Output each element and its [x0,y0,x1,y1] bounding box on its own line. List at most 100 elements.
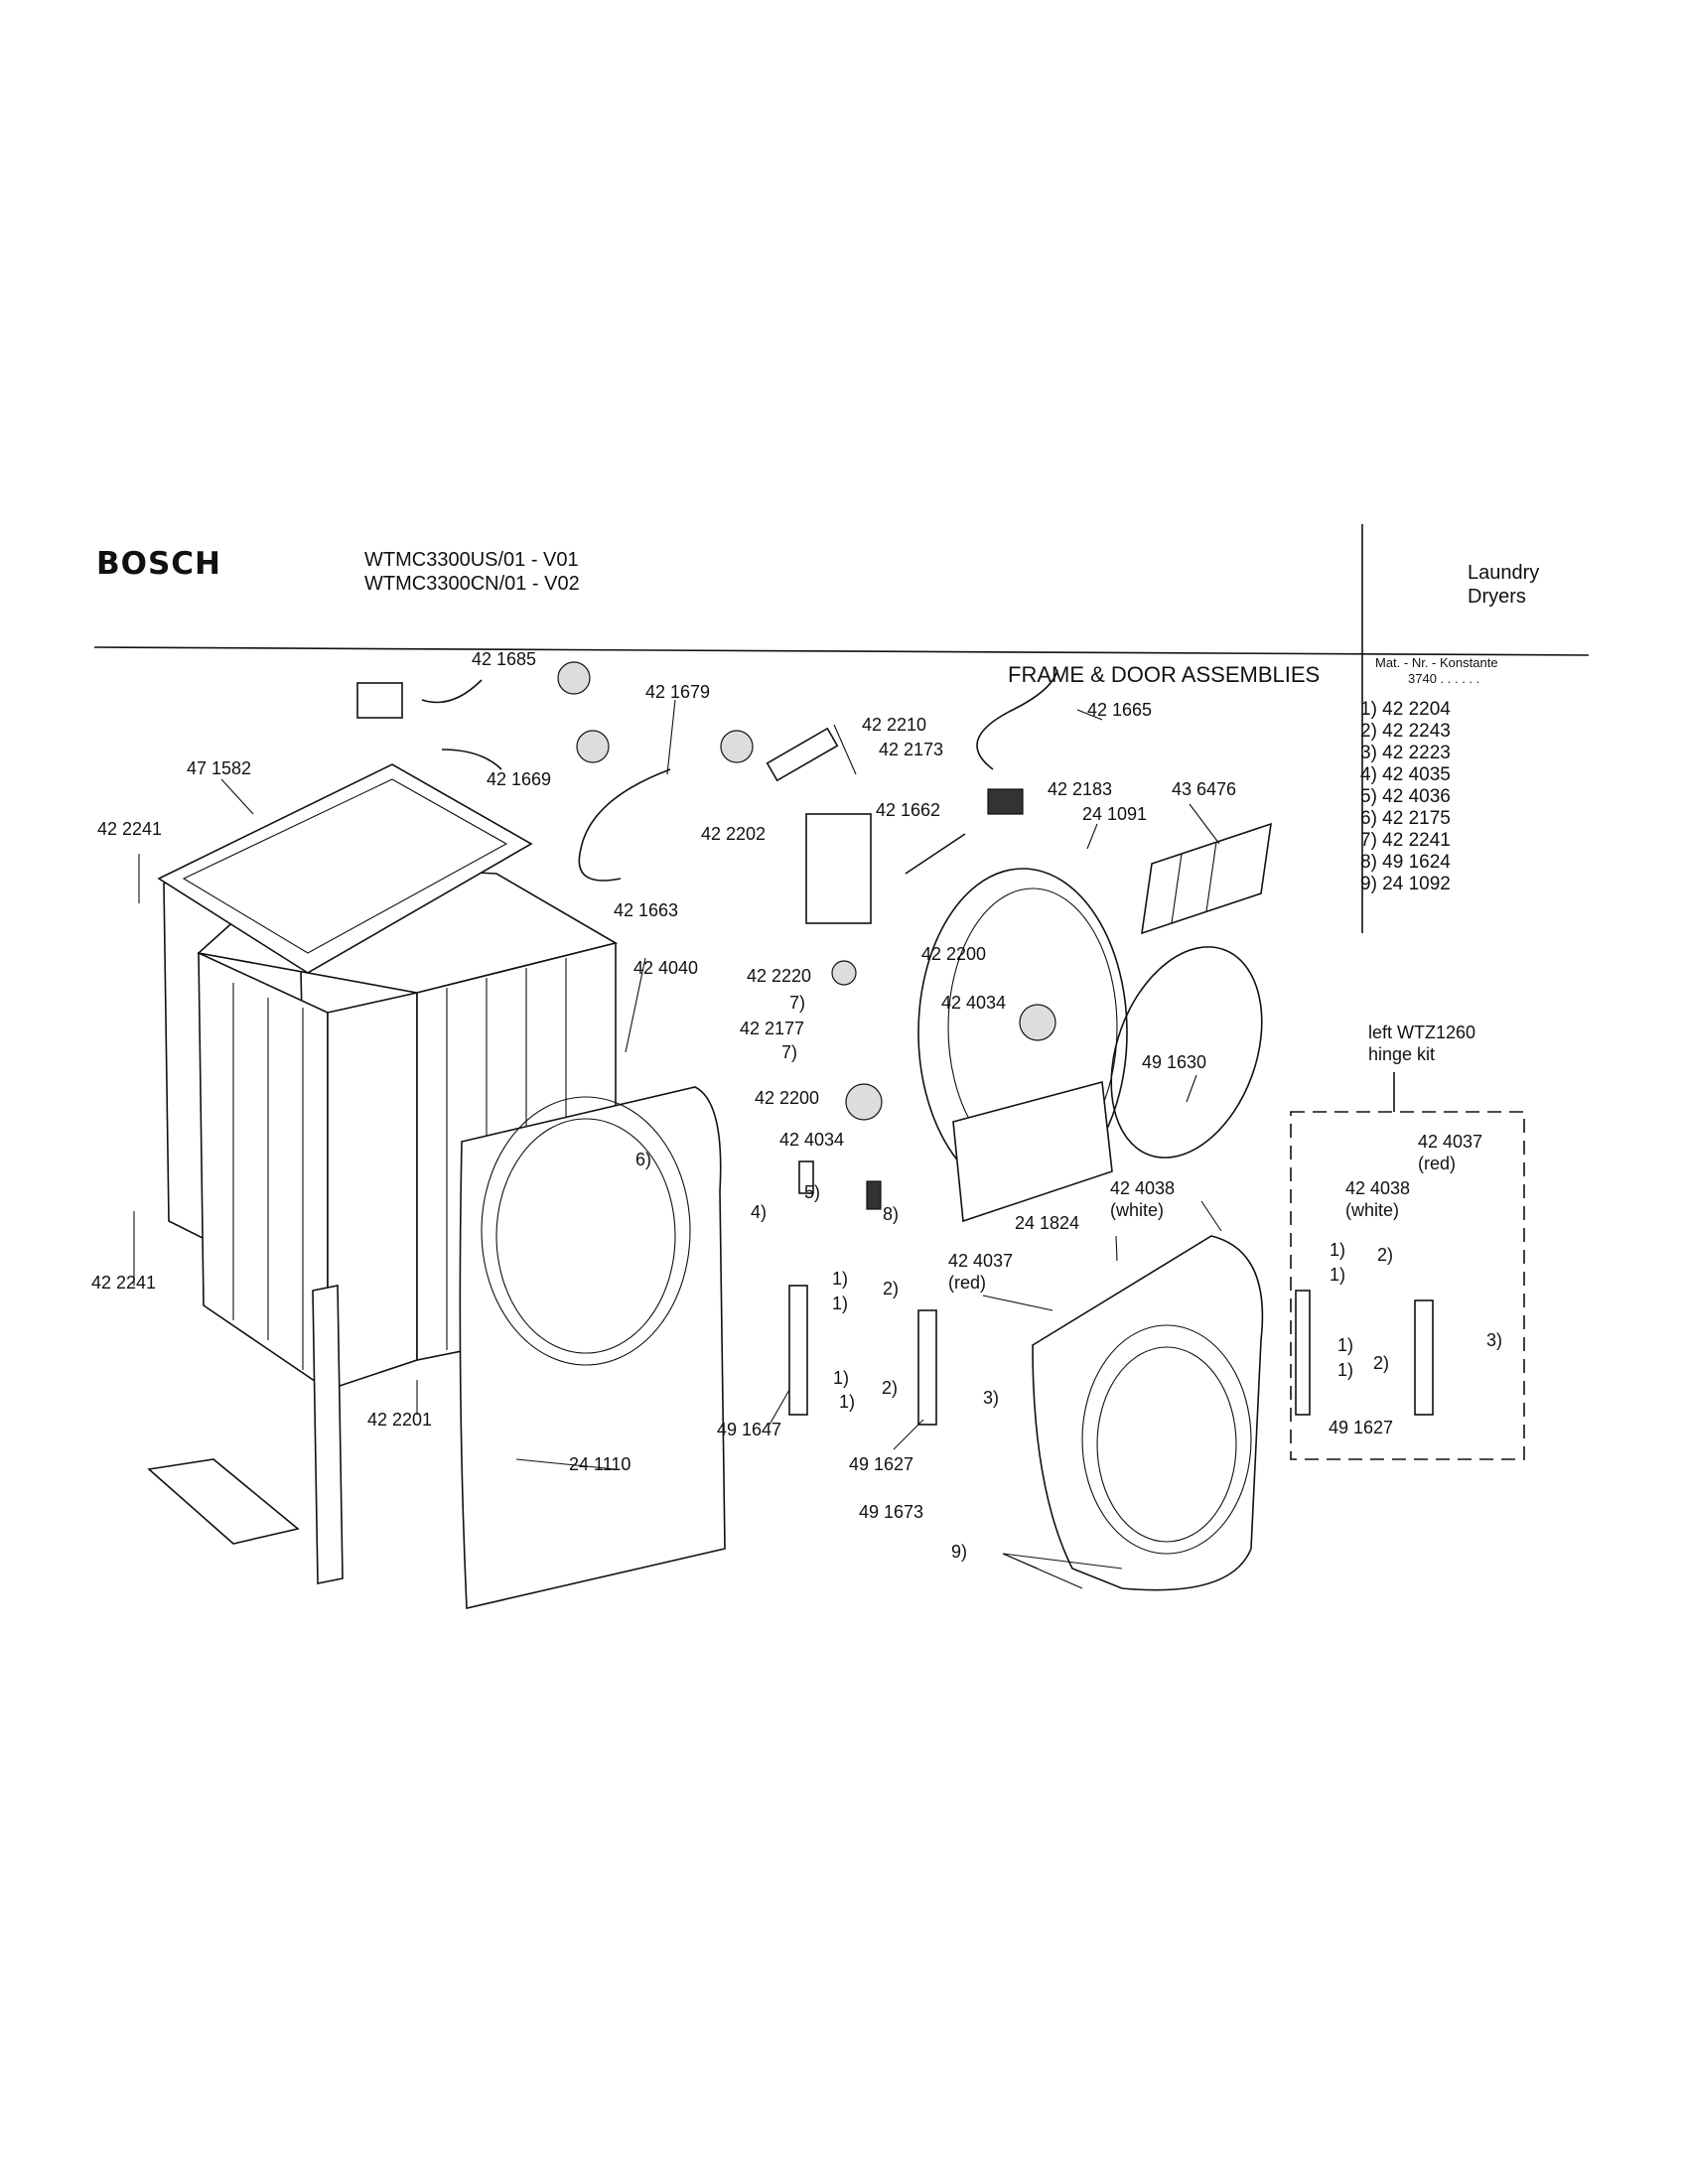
part-label: 7) [781,1042,798,1062]
door-assembly [1032,1235,1264,1591]
mat-value: 3740 . . . . . . [1408,671,1480,686]
part-label: 2) [882,1378,899,1398]
part-label: 49 1630 [1142,1052,1207,1072]
part-label: 49 1647 [717,1420,782,1439]
part-label: 4) [751,1202,768,1222]
wire-421662 [905,833,966,875]
model-line-2: WTMC3300CN/01 - V02 [364,573,580,595]
part-label: (red) [1418,1154,1457,1173]
part-label: 43 6476 [1172,779,1237,799]
part-label: 42 1679 [645,682,711,702]
part-label: 7) [789,993,806,1013]
brand-logo: BOSCH [96,546,222,582]
part-8 [866,1180,882,1210]
part-label: 2) [883,1279,900,1298]
part-label: 42 2173 [879,740,944,759]
part-label: 1) [833,1368,850,1388]
wire-421685 [421,679,483,704]
legend-item: 3) 42 2223 [1360,743,1451,763]
hinge-kit-caption-2: hinge kit [1368,1044,1436,1064]
category-line-2: Dryers [1468,586,1526,608]
part-label: 24 1824 [1015,1213,1080,1233]
bracket-422210 [766,727,839,782]
kit-422202-box [805,813,872,924]
part-label: 6) [635,1150,652,1169]
legend-list: 1) 42 2204 2) 42 2243 3) 42 2223 4) 42 4… [1360,699,1451,895]
part-label: 42 4034 [779,1130,845,1150]
hinge-kit-box [1290,1111,1525,1460]
part-label: 42 2200 [755,1088,820,1108]
part-label: 49 1627 [1329,1418,1394,1437]
connector-part [356,682,403,719]
legend-item: 9) 24 1092 [1360,874,1451,894]
legend-item: 4) 42 4035 [1360,764,1451,785]
legend-item: 1) 42 2204 [1360,699,1451,720]
part-label: 42 2177 [740,1019,805,1038]
part-label: 1) [1330,1240,1346,1260]
part-5 [798,1160,814,1194]
part-label: 9) [951,1542,968,1562]
sensor-b [576,730,610,763]
front-panel [459,1086,726,1609]
sensor-c [720,730,754,763]
part-label: (white) [1345,1200,1400,1220]
part-label: 24 1091 [1082,804,1148,824]
legend-item: 5) 42 4036 [1360,786,1451,807]
header-rule [93,646,1590,656]
part-label: 42 2241 [91,1273,157,1293]
part-label: 47 1582 [187,758,252,778]
hinge-491647 [788,1285,808,1416]
part-label: 1) [832,1269,849,1289]
legend-item: 8) 49 1624 [1360,852,1451,873]
base-rail [147,1458,300,1545]
filter-housing [1141,822,1272,935]
part-label: 42 2202 [701,824,767,844]
roller-422200 [845,1083,883,1121]
part-label: 42 4038 [1345,1178,1411,1198]
part-label: 5) [804,1182,821,1202]
part-label: 42 1669 [487,769,552,789]
part-label: 42 4040 [633,958,699,978]
hinge-left-kit [1295,1290,1311,1416]
drum-bulkhead [917,868,1128,1223]
part-label: 42 2183 [1048,779,1113,799]
part-label: 42 1662 [876,800,941,820]
side-strip [312,1285,344,1584]
sensor-a [557,661,591,695]
part-label: 42 2200 [921,944,987,964]
part-label: 42 4037 [1418,1132,1483,1152]
model-line-1: WTMC3300US/01 - V01 [364,549,579,571]
wire-421669 [441,749,502,770]
part-label: 42 4034 [941,993,1007,1013]
top-panel [157,763,533,974]
part-label: 8) [883,1204,900,1224]
part-label: 1) [1337,1335,1354,1355]
part-label: 1) [1330,1265,1346,1285]
part-label: 1) [839,1392,856,1412]
door-seal [1110,946,1263,1159]
part-label: (red) [948,1273,987,1293]
wire-421665 [976,669,1058,770]
part-label: 42 4037 [948,1251,1014,1271]
hinge-kit-caption-1: left WTZ1260 [1368,1023,1476,1042]
category-line-1: Laundry [1468,562,1540,584]
part-label: 42 1685 [472,649,537,669]
wire-421663 [578,768,671,882]
mat-header: Mat. - Nr. - Konstante [1375,655,1498,670]
part-label: 42 1665 [1087,700,1153,720]
part-label: 49 1673 [859,1502,924,1522]
part-label: 42 2241 [97,819,163,839]
diagram-title: FRAME & DOOR ASSEMBLIES [1008,662,1321,687]
part-label: 42 2220 [747,966,812,986]
hinge-491627-b [1414,1299,1434,1416]
hinge-491627-a [917,1309,937,1426]
legend-item: 6) 42 2175 [1360,808,1451,829]
part-label: 24 1110 [569,1454,632,1474]
part-label: 42 4038 [1110,1178,1176,1198]
part-label: 42 1663 [614,900,679,920]
part-label: (white) [1110,1200,1165,1220]
part-label: 2) [1373,1353,1390,1373]
switch-422183 [987,788,1024,815]
part-label: 2) [1377,1245,1394,1265]
